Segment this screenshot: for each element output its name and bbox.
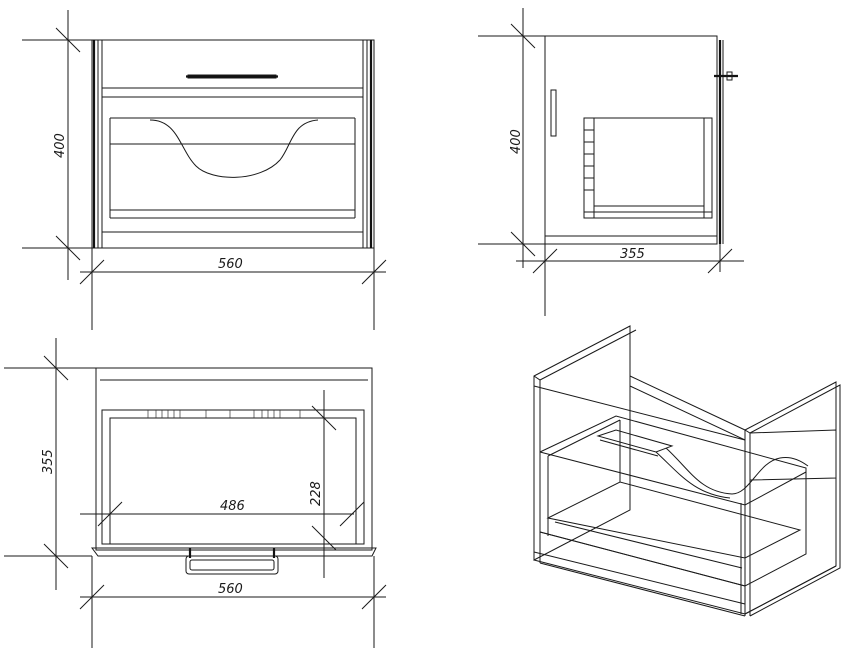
front-view: 560 400 [22, 10, 387, 330]
side-outer-frame [544, 35, 718, 245]
iso-left-panel [533, 325, 631, 561]
iso-handle [596, 429, 674, 453]
top-outer-frame [95, 367, 373, 551]
top-view: 486 228 355 560 [4, 338, 387, 648]
side-height-label: 400 [509, 129, 524, 154]
side-view: 400 355 [478, 8, 744, 316]
isometric-view [533, 325, 841, 617]
top-inner-depth-label: 228 [309, 481, 324, 506]
basin-cutout [149, 119, 319, 178]
front-height-label: 400 [53, 133, 68, 158]
top-drawer-handle [185, 555, 279, 575]
iso-basin-cutout [665, 447, 809, 495]
front-width-label: 560 [218, 257, 243, 272]
top-inner-width-label: 486 [220, 499, 245, 514]
front-outer-frame [91, 39, 375, 249]
top-depth-label: 355 [41, 449, 56, 474]
side-depth-label: 355 [620, 247, 645, 262]
top-width-label: 560 [218, 582, 243, 597]
